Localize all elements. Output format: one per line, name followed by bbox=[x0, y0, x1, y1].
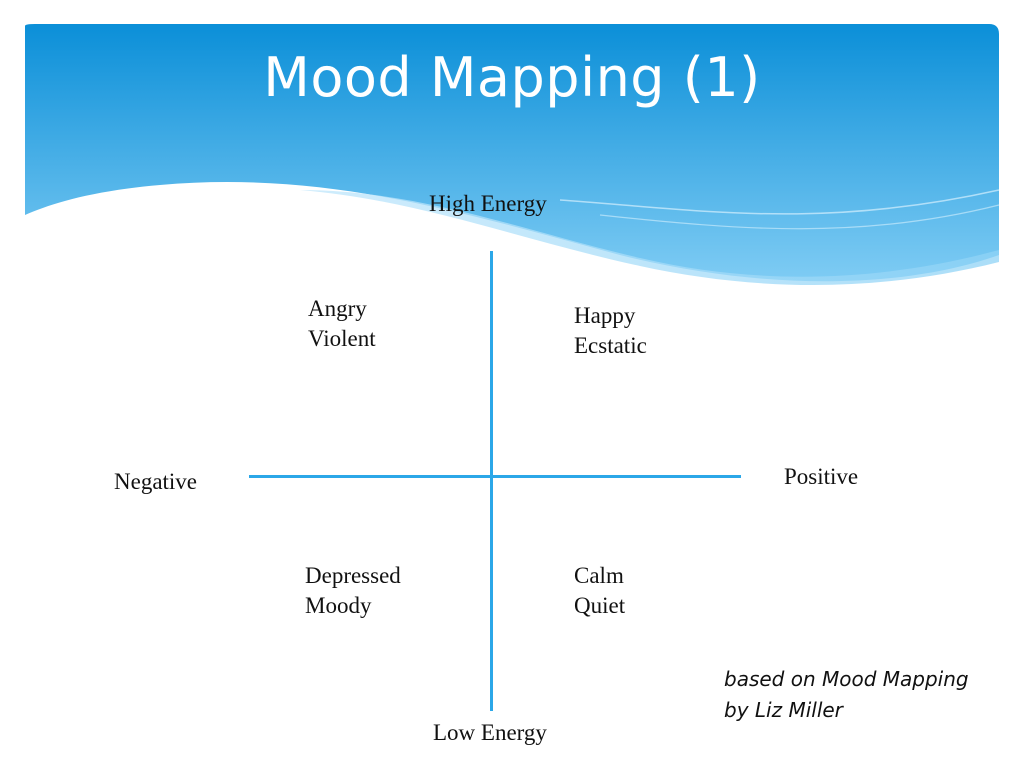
quadrant-top-right: Happy Ecstatic bbox=[574, 301, 647, 361]
credit-line: based on Mood Mapping bbox=[724, 667, 969, 691]
axis-label-high-energy: High Energy bbox=[429, 191, 547, 216]
axis-label-positive: Positive bbox=[784, 464, 859, 489]
header-banner bbox=[25, 24, 1000, 286]
horizontal-axis bbox=[249, 475, 741, 478]
mood-word: Quiet bbox=[574, 593, 626, 618]
vertical-axis bbox=[490, 251, 493, 711]
quadrant-bottom-right: Calm Quiet bbox=[574, 561, 625, 621]
quadrant-bottom-left: Depressed Moody bbox=[305, 561, 401, 621]
source-credit: based on Mood Mapping by Liz Miller bbox=[724, 664, 969, 726]
mood-word: Angry bbox=[308, 296, 367, 321]
mood-word: Happy bbox=[574, 303, 636, 328]
axis-label-low-energy: Low Energy bbox=[433, 720, 547, 745]
axis-label-negative: Negative bbox=[114, 469, 198, 494]
mood-word: Depressed bbox=[305, 563, 401, 588]
mood-word: Moody bbox=[305, 593, 372, 618]
credit-line: by Liz Miller bbox=[724, 698, 843, 722]
mood-word: Ecstatic bbox=[574, 333, 647, 358]
mood-word: Violent bbox=[308, 326, 376, 351]
mood-word: Calm bbox=[574, 563, 624, 588]
slide-title: Mood Mapping (1) bbox=[263, 46, 761, 109]
quadrant-top-left: Angry Violent bbox=[308, 294, 376, 354]
